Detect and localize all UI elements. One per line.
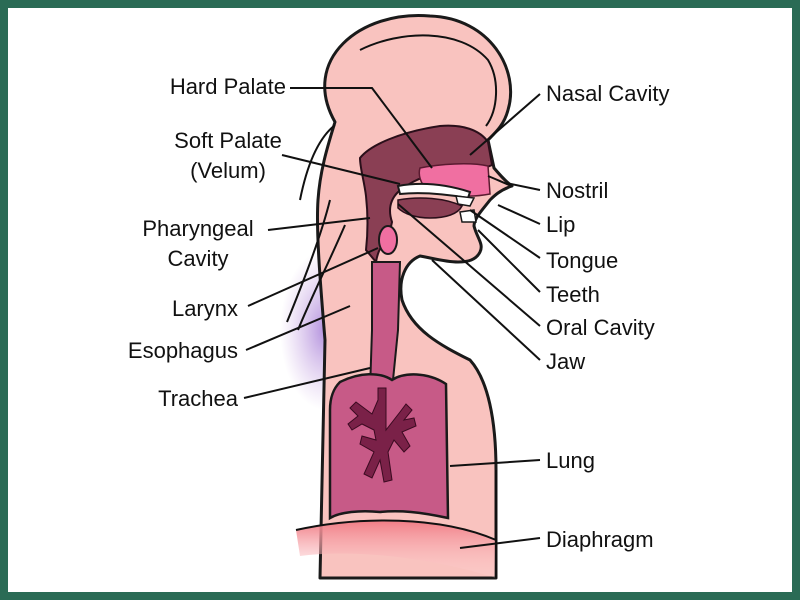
label-pharyngeal: Pharyngeal: [142, 216, 253, 241]
label-nasal-cavity: Nasal Cavity: [546, 81, 669, 106]
label-teeth: Teeth: [546, 282, 600, 307]
leader-lung: [449, 459, 541, 467]
leader-soft-palate: [281, 154, 401, 185]
label-tongue: Tongue: [546, 248, 618, 273]
label-lung: Lung: [546, 448, 595, 473]
labels: Hard Palate Soft Palate (Velum) Pharynge…: [128, 74, 670, 552]
label-jaw: Jaw: [546, 349, 585, 374]
diaphragm-shape: [296, 520, 496, 578]
neck-line-left: [299, 124, 336, 201]
leader-nostril: [505, 182, 541, 191]
leader-teeth: [477, 229, 541, 293]
skull-line: [359, 34, 498, 127]
leader-nasal: [469, 93, 541, 156]
diaphragm-curve: [295, 519, 497, 541]
leader-lines: [243, 87, 541, 549]
larynx-shape: [378, 225, 398, 255]
label-diaphragm: Diaphragm: [546, 527, 654, 552]
teeth-shape: [455, 195, 477, 223]
label-nostril: Nostril: [546, 178, 608, 203]
label-larynx: Larynx: [172, 296, 238, 321]
leader-esophagus: [245, 305, 351, 351]
leader-pharyngeal: [267, 217, 371, 231]
nasal-pharyngeal-cavity: [358, 124, 494, 265]
label-soft-palate: Soft Palate: [174, 128, 282, 153]
leader-jaw: [431, 259, 541, 361]
leader-diaphragm: [459, 537, 541, 549]
spine-line: [297, 224, 346, 331]
neck-line-back: [286, 199, 331, 323]
respiratory-system-diagram: Hard Palate Soft Palate (Velum) Pharynge…: [128, 14, 670, 580]
label-trachea: Trachea: [158, 386, 239, 411]
label-pharyngeal-cavity: Cavity: [167, 246, 228, 271]
label-oral-cavity: Oral Cavity: [546, 315, 655, 340]
leader-hard-palate: [290, 87, 433, 169]
leader-larynx: [247, 247, 379, 307]
label-lip: Lip: [546, 212, 575, 237]
label-esophagus: Esophagus: [128, 338, 238, 363]
diagram-frame: Hard Palate Soft Palate (Velum) Pharynge…: [8, 8, 792, 592]
leader-oral: [397, 203, 541, 327]
label-velum: (Velum): [190, 158, 266, 183]
bronchial-tree: [347, 387, 417, 483]
leader-lip: [497, 204, 541, 225]
leader-trachea: [243, 367, 371, 399]
label-hard-palate: Hard Palate: [170, 74, 286, 99]
nostril-outline: [487, 175, 513, 187]
oral-cavity-shape: [397, 197, 464, 219]
leader-tongue: [469, 209, 541, 259]
